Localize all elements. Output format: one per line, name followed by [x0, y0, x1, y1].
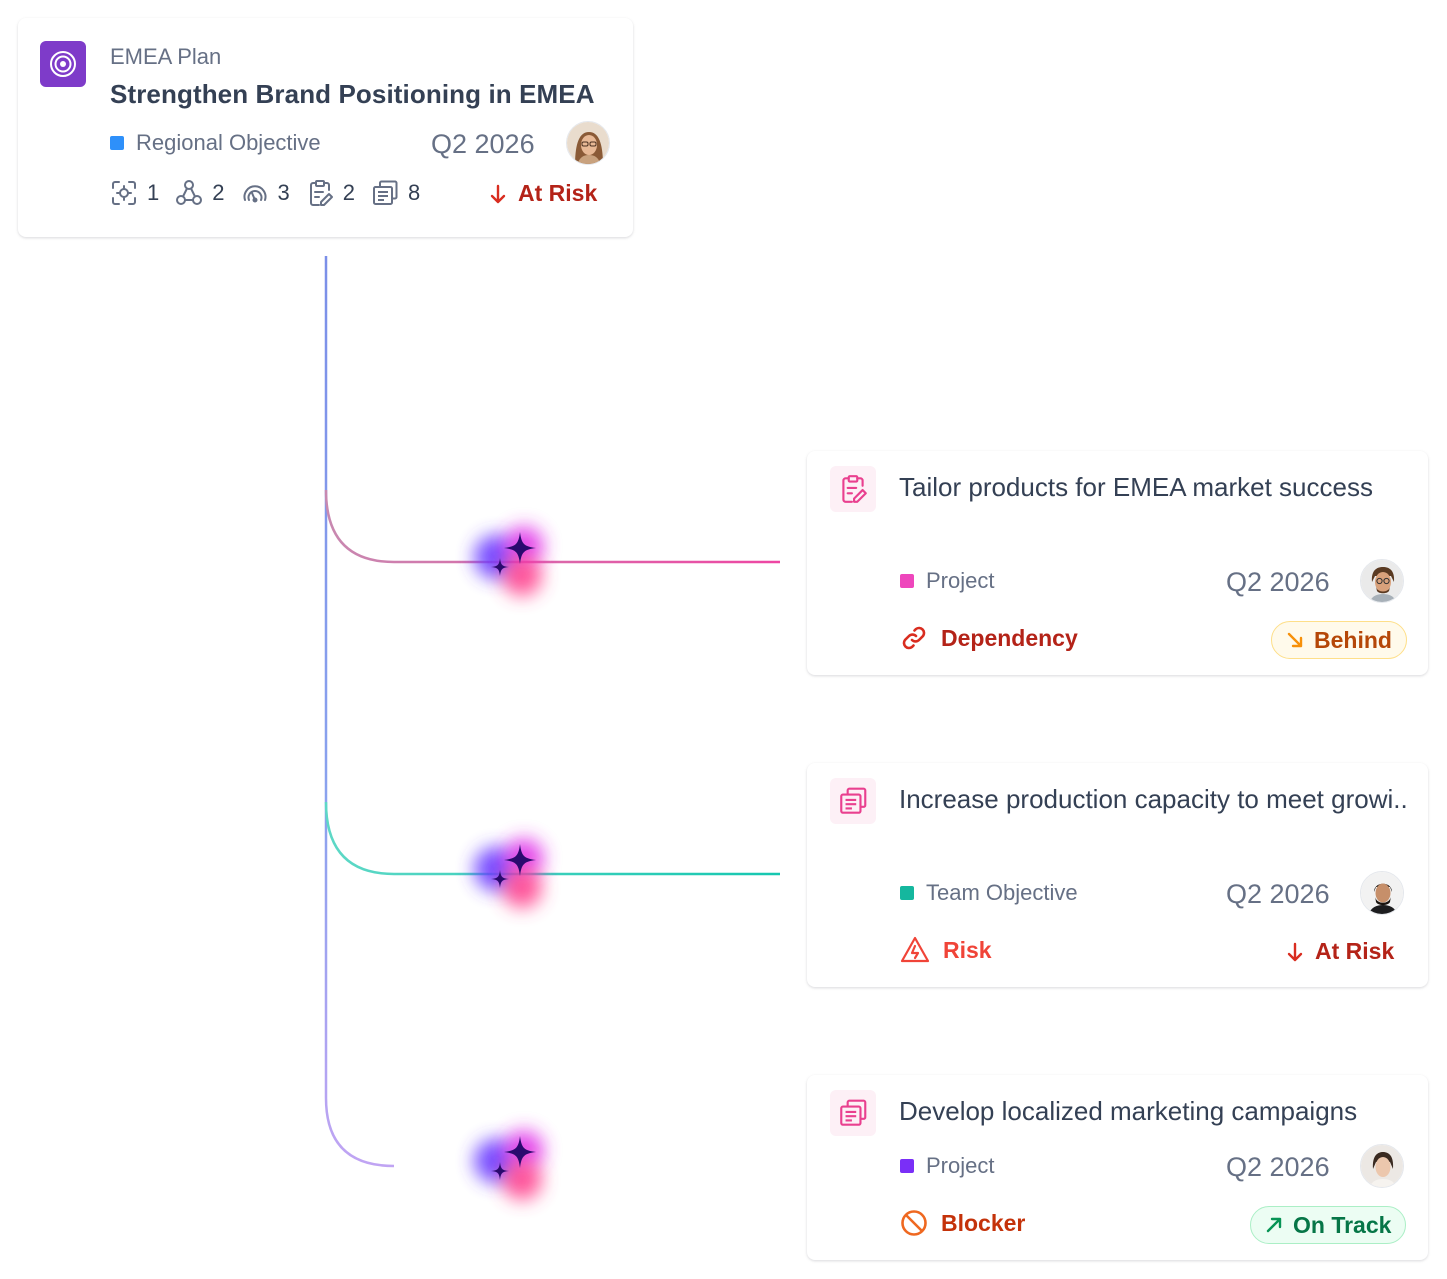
- count-clipboard[interactable]: 2: [305, 178, 355, 208]
- child-type: Team Objective: [900, 880, 1078, 906]
- quarter-label: Q2 2026: [1226, 567, 1330, 597]
- status-label: On Track: [1293, 1211, 1392, 1238]
- child-card[interactable]: Develop localized marketing campaigns Pr…: [807, 1075, 1428, 1260]
- arrow-down-icon: [1287, 942, 1303, 961]
- type-color-square: [110, 136, 124, 150]
- gauge-icon: [243, 185, 266, 203]
- status-badge[interactable]: At Risk: [1285, 938, 1394, 965]
- status-label: Behind: [1314, 626, 1392, 653]
- child-title[interactable]: Develop localized marketing campaigns: [899, 1096, 1358, 1126]
- count-value: 8: [408, 180, 421, 205]
- arrow-down-icon: [490, 184, 506, 203]
- stack-icon: [830, 1090, 876, 1136]
- warning-icon: [900, 936, 930, 963]
- ai-sparkle-icon: [474, 526, 544, 596]
- count-stack[interactable]: 8: [370, 178, 420, 208]
- ai-sparkle-icon: [474, 838, 544, 908]
- branch-line-1: [324, 489, 780, 564]
- count-focus[interactable]: 1: [109, 178, 159, 208]
- type-color-square: [900, 1159, 914, 1173]
- type-color-square: [900, 574, 914, 588]
- child-type: Project: [900, 568, 994, 594]
- flag-label: Blocker: [941, 1209, 1026, 1236]
- count-value: 2: [212, 180, 225, 205]
- child-type-label: Project: [926, 568, 995, 593]
- child-title[interactable]: Tailor products for EMEA market success: [899, 472, 1373, 502]
- stack-icon: [830, 778, 876, 824]
- trunk-line: [324, 256, 395, 1168]
- nodes-icon: [176, 180, 203, 205]
- count-value: 1: [147, 180, 160, 205]
- child-card[interactable]: Tailor products for EMEA market success …: [807, 451, 1428, 675]
- arrow-down-right-icon: [1287, 632, 1303, 648]
- quarter-label: Q2 2026: [1226, 879, 1330, 909]
- stack-icon: [373, 180, 398, 205]
- child-title[interactable]: Increase production capacity to meet gro…: [899, 784, 1408, 814]
- link-icon: [902, 626, 926, 650]
- linked-item-counts: 1 2 3 2: [109, 178, 435, 208]
- status-badge[interactable]: At Risk: [488, 180, 597, 207]
- owner-avatar[interactable]: [1360, 559, 1404, 603]
- arrow-up-right-icon: [1266, 1217, 1282, 1233]
- owner-avatar[interactable]: [566, 121, 610, 165]
- blocked-icon: [901, 1210, 927, 1236]
- child-type-label: Project: [926, 1153, 995, 1178]
- status-pill[interactable]: On Track: [1250, 1206, 1407, 1244]
- status-label: At Risk: [1315, 938, 1395, 964]
- ai-sparkle-icon: [474, 1130, 544, 1200]
- count-gauge[interactable]: 3: [240, 178, 290, 208]
- risk-flag[interactable]: Risk: [899, 935, 992, 965]
- owner-avatar[interactable]: [1360, 871, 1404, 915]
- count-value: 3: [277, 180, 290, 205]
- target-icon: [40, 41, 86, 87]
- clipboard-icon: [309, 180, 333, 206]
- clipboard-edit-icon: [830, 466, 876, 512]
- objective-type-label: Regional Objective: [136, 130, 321, 155]
- dependency-flag[interactable]: Dependency: [899, 623, 1078, 653]
- status-label: At Risk: [518, 180, 598, 206]
- branch-line-2: [324, 801, 780, 876]
- owner-avatar[interactable]: [1360, 1144, 1404, 1188]
- plan-name: EMEA Plan: [110, 44, 222, 69]
- quarter-label: Q2 2026: [431, 129, 535, 159]
- parent-objective-card[interactable]: EMEA Plan Strengthen Brand Positioning i…: [18, 18, 633, 237]
- type-color-square: [900, 886, 914, 900]
- blocker-flag[interactable]: Blocker: [899, 1208, 1025, 1238]
- child-card[interactable]: Increase production capacity to meet gro…: [807, 763, 1428, 987]
- count-nodes[interactable]: 2: [174, 178, 225, 208]
- child-type-label: Team Objective: [926, 880, 1078, 905]
- status-pill[interactable]: Behind: [1271, 621, 1407, 659]
- count-value: 2: [342, 180, 355, 205]
- objective-title[interactable]: Strengthen Brand Positioning in EMEA: [110, 79, 595, 109]
- focus-icon: [112, 181, 136, 205]
- quarter-label: Q2 2026: [1226, 1152, 1330, 1182]
- flag-label: Dependency: [941, 624, 1078, 651]
- objective-type: Regional Objective: [110, 130, 321, 156]
- flag-label: Risk: [943, 936, 992, 963]
- child-type: Project: [900, 1153, 994, 1179]
